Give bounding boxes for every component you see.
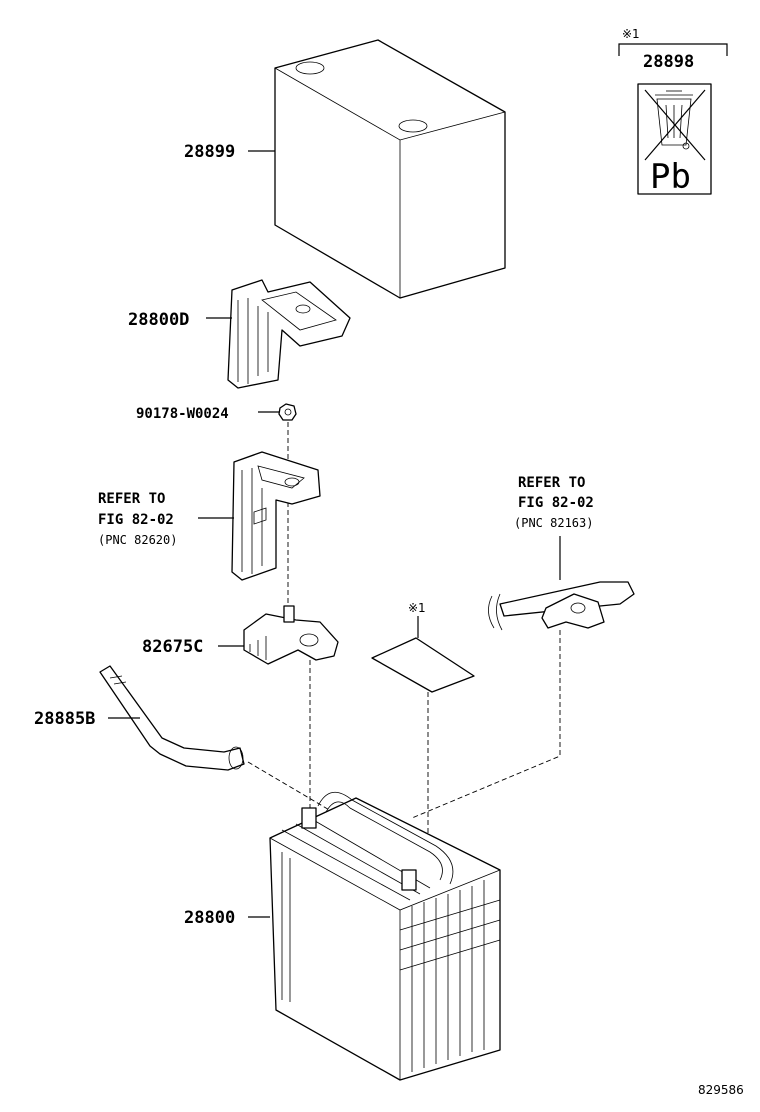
vent-hose xyxy=(99,665,245,771)
refer-left-line2: FIG 82-02 xyxy=(98,512,174,528)
pb-glyph: Pb xyxy=(650,157,691,197)
battery xyxy=(269,792,501,1081)
refer-right-line2: FIG 82-02 xyxy=(518,495,594,511)
figure-id: 829586 xyxy=(698,1083,744,1097)
refer-right-line1: REFER TO xyxy=(518,475,585,491)
recycle-label: ※1 28898 Pb xyxy=(618,27,728,197)
label-28898: 28898 xyxy=(643,52,694,72)
refer-left-line3: (PNC 82620) xyxy=(98,533,177,547)
crossed-bin-icon xyxy=(644,89,706,161)
terminal-cover xyxy=(227,279,351,389)
label-28800: 28800 xyxy=(184,908,235,928)
label-28800D: 28800D xyxy=(128,310,189,330)
refer-right-line3: (PNC 82163) xyxy=(514,516,593,530)
label-82675C: 82675C xyxy=(142,637,203,657)
insulation-sheet xyxy=(371,637,475,693)
terminal-82675C xyxy=(243,605,339,665)
label-28885B: 28885B xyxy=(34,709,95,729)
note-sheet: ※1 xyxy=(408,601,426,615)
battery-cover xyxy=(274,39,506,299)
label-28899: 28899 xyxy=(184,142,235,162)
negative-cable xyxy=(488,581,635,631)
label-note-1: ※1 xyxy=(622,27,640,41)
nut xyxy=(278,403,297,421)
left-terminal-bracket xyxy=(231,451,321,581)
refer-left-line1: REFER TO xyxy=(98,491,165,507)
label-90178: 90178-W0024 xyxy=(136,406,229,422)
